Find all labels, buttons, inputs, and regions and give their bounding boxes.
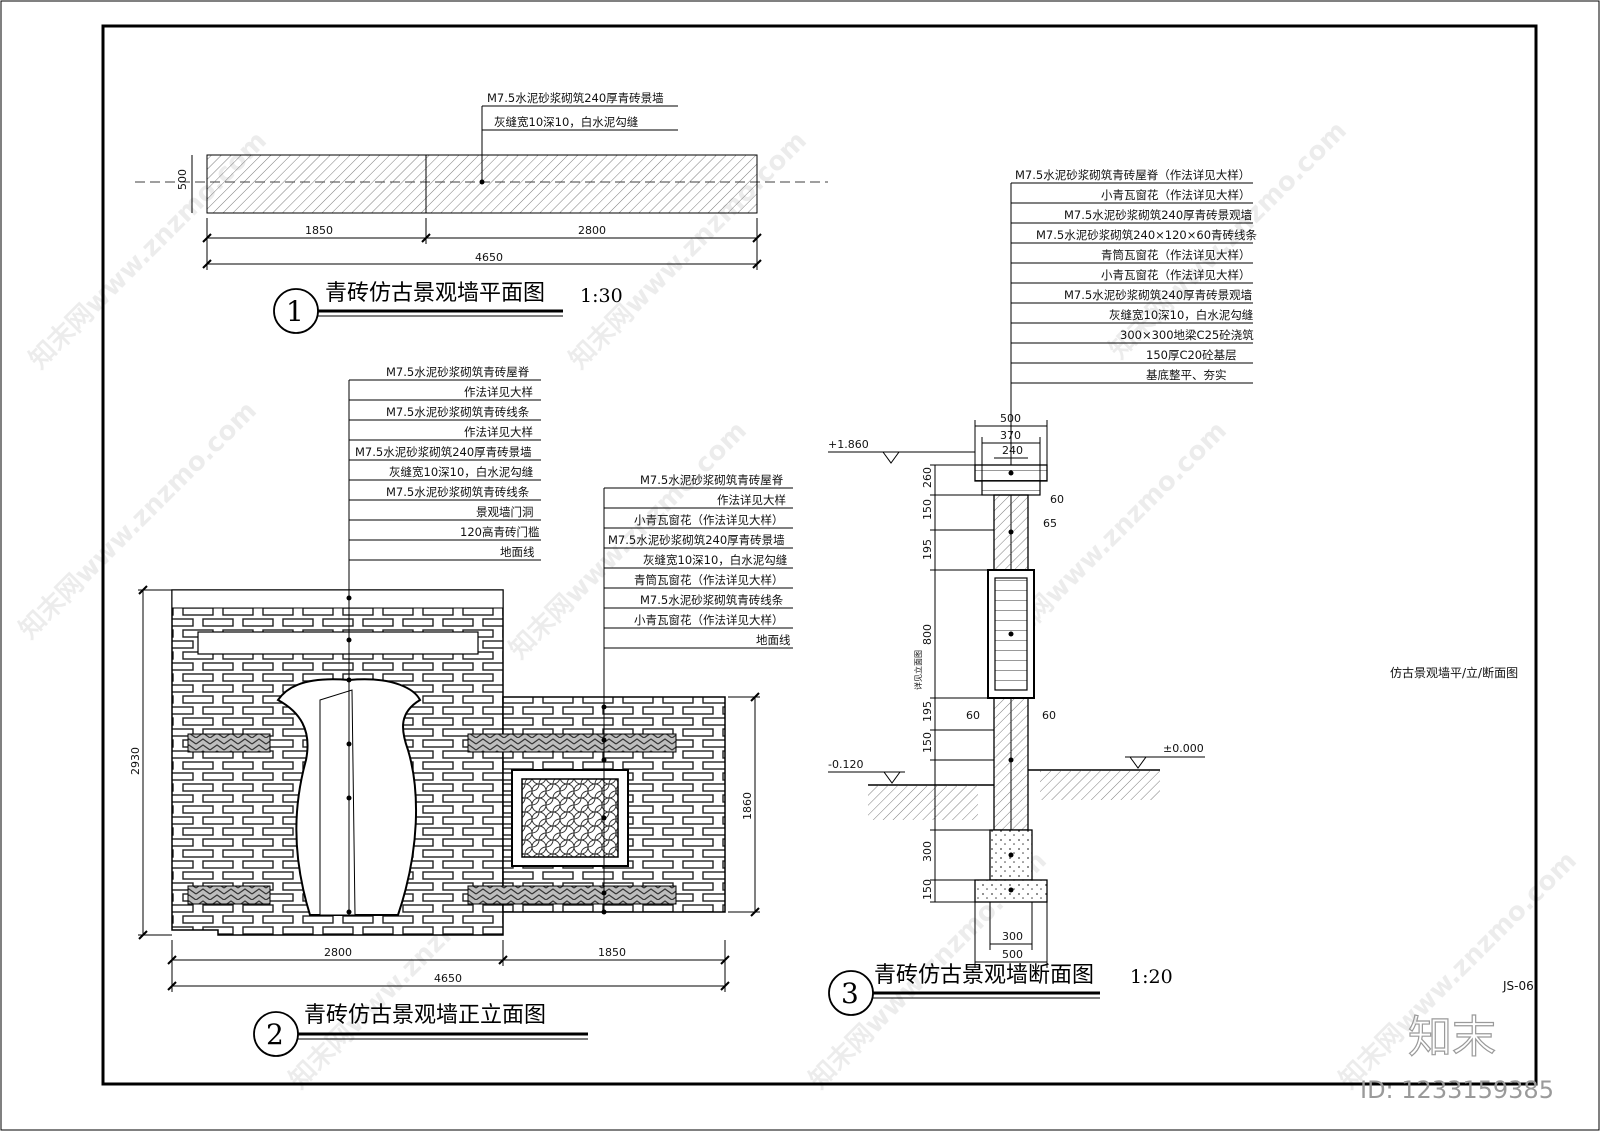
elev-note: 作法详见大样: [464, 425, 533, 439]
elev-note: 小青瓦窗花（作法详见大样）: [634, 613, 784, 627]
section-number: 3: [841, 977, 859, 1010]
plan-scale: 1:30: [580, 285, 623, 307]
sec-dim-w370: 370: [1000, 429, 1021, 442]
elev-dim-left: 2800: [324, 946, 352, 959]
plan-number: 1: [286, 295, 304, 328]
elev-note: 地面线: [756, 633, 791, 647]
elevation-view: M7.5水泥砂浆砌筑青砖屋脊 作法详见大样 M7.5水泥砂浆砌筑青砖线条 作法详…: [129, 365, 793, 1057]
plan-dim-right: 2800: [578, 224, 606, 237]
section-note: M7.5水泥砂浆砌筑240厚青砖景观墙: [1064, 288, 1253, 302]
sheet-code: JS-06: [1502, 979, 1534, 993]
plan-title: 青砖仿古景观墙平面图: [325, 281, 545, 306]
elev-dim-total: 4650: [434, 972, 462, 985]
elev-note: 灰缝宽10深10，白水泥勾缝: [389, 465, 534, 479]
section-note: 300×300地梁C25砼浇筑: [1120, 328, 1254, 342]
level-low: -0.120: [828, 758, 863, 771]
drawing-frame: [101, 24, 1538, 1086]
plan-dim-depth: 500: [176, 169, 189, 190]
plan-note: 灰缝宽10深10，白水泥勾缝: [494, 115, 639, 129]
section-note: 青筒瓦窗花（作法详见大样）: [1101, 248, 1251, 262]
section-notes: M7.5水泥砂浆砌筑青砖屋脊（作法详见大样） 小青瓦窗花（作法详见大样） M7.…: [1015, 168, 1258, 382]
elev-note: M7.5水泥砂浆砌筑240厚青砖景墙: [355, 445, 532, 459]
sec-dim-w500-top: 500: [1000, 412, 1021, 425]
sec-dim-h260: 260: [921, 467, 934, 488]
elev-note: M7.5水泥砂浆砌筑青砖屋脊: [386, 365, 530, 379]
tile-window: [467, 733, 677, 753]
sec-dim-60b: 60: [966, 709, 980, 722]
sec-dim-h150b: 150: [921, 732, 934, 753]
elev-note: 灰缝宽10深10，白水泥勾缝: [643, 553, 788, 567]
sec-side-note: 详见立面图: [913, 650, 923, 690]
plan-dim-total: 4650: [475, 251, 503, 264]
elev-note: 作法详见大样: [717, 493, 786, 507]
elev-note: 景观墙门洞: [476, 505, 534, 519]
section-note: M7.5水泥砂浆砌筑青砖屋脊（作法详见大样）: [1015, 168, 1250, 182]
elev-note: 地面线: [500, 545, 535, 559]
elev-note: M7.5水泥砂浆砌筑青砖线条: [386, 405, 530, 419]
elev-dim-height-right: 1860: [741, 792, 754, 820]
tile-window: [467, 885, 677, 905]
elev-note: 作法详见大样: [464, 385, 533, 399]
section-note: 小青瓦窗花（作法详见大样）: [1101, 188, 1251, 202]
elev-right-notes: M7.5水泥砂浆砌筑青砖屋脊 作法详见大样 小青瓦窗花（作法详见大样） M7.5…: [608, 473, 791, 647]
section-note: 基底整平、夯实: [1146, 368, 1227, 382]
section-view: M7.5水泥砂浆砌筑青砖屋脊（作法详见大样） 小青瓦窗花（作法详见大样） M7.…: [828, 168, 1258, 1016]
elev-note: 120高青砖门槛: [460, 525, 539, 539]
ridge-course: [981, 480, 1041, 496]
section-note: 灰缝宽10深10，白水泥勾缝: [1109, 308, 1254, 322]
plan-view: M7.5水泥砂浆砌筑240厚青砖景墙 灰缝宽10深10，白水泥勾缝 500 18…: [135, 91, 828, 334]
elev-note: M7.5水泥砂浆砌筑青砖线条: [386, 485, 530, 499]
section-vertical-dims: 260 150 195 800 195 150 300 150 详见立面图: [913, 467, 934, 900]
level-ground: ±0.000: [1163, 742, 1204, 755]
elev-number: 2: [266, 1018, 284, 1051]
section-note: M7.5水泥砂浆砌筑240×120×60青砖线条: [1036, 228, 1258, 242]
sec-dim-w500-bot: 500: [1002, 948, 1023, 961]
sec-dim-w240: 240: [1002, 444, 1023, 457]
elev-note: M7.5水泥砂浆砌筑240厚青砖景墙: [608, 533, 785, 547]
level-top: +1.860: [828, 438, 869, 451]
elev-note: M7.5水泥砂浆砌筑青砖屋脊: [640, 473, 784, 487]
elev-note: 青筒瓦窗花（作法详见大样）: [634, 573, 784, 587]
section-title: 青砖仿古景观墙断面图: [874, 963, 1094, 988]
section-scale: 1:20: [1130, 966, 1173, 988]
tile-window: [187, 733, 271, 753]
tall-wall-coping: [171, 589, 504, 609]
sec-dim-h300: 300: [921, 841, 934, 862]
section-note: 小青瓦窗花（作法详见大样）: [1101, 268, 1251, 282]
sheet-title: 仿古景观墙平/立/断面图: [1390, 665, 1518, 680]
plan-note: M7.5水泥砂浆砌筑240厚青砖景墙: [487, 91, 664, 105]
sec-dim-h195a: 195: [921, 539, 934, 560]
sec-dim-65: 65: [1043, 517, 1057, 530]
sec-dim-60a: 60: [1050, 493, 1064, 506]
id-label: ID: 1233159385: [1360, 1076, 1554, 1104]
plan-dim-left: 1850: [305, 224, 333, 237]
elev-title: 青砖仿古景观墙正立面图: [304, 1003, 546, 1028]
elev-note: 小青瓦窗花（作法详见大样）: [634, 513, 784, 527]
section-note: M7.5水泥砂浆砌筑240厚青砖景观墙: [1064, 208, 1253, 222]
tall-wall-band: [197, 631, 479, 655]
sec-dim-h195b: 195: [921, 701, 934, 722]
sec-dim-h800: 800: [921, 624, 934, 645]
sec-dim-h150a: 150: [921, 499, 934, 520]
elev-dim-height-left: 2930: [129, 747, 142, 775]
section-note: 150厚C20砼基层: [1146, 348, 1237, 362]
elev-dim-right: 1850: [598, 946, 626, 959]
elev-left-notes: M7.5水泥砂浆砌筑青砖屋脊 作法详见大样 M7.5水泥砂浆砌筑青砖线条 作法详…: [355, 365, 539, 559]
tile-window: [187, 885, 271, 905]
brand-logo: 知末: [1408, 1012, 1496, 1063]
sec-dim-60c: 60: [1042, 709, 1056, 722]
sec-dim-h150c: 150: [921, 879, 934, 900]
elev-note: M7.5水泥砂浆砌筑青砖线条: [640, 593, 784, 607]
sec-dim-w300-bot: 300: [1002, 930, 1023, 943]
